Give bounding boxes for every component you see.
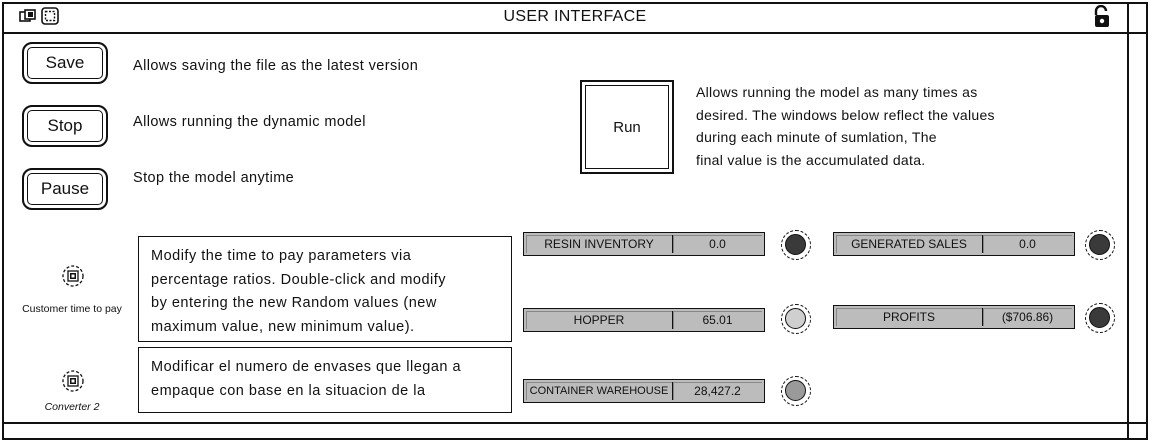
display-label: HOPPER [526, 311, 673, 329]
converter-label: Converter 2 [44, 401, 100, 413]
run-description-line: final value is the accumulated data. [696, 151, 926, 168]
numeric-display[interactable]: RESIN INVENTORY 0.0 [523, 232, 765, 256]
text-note[interactable]: Modify the time to pay parameters via pe… [138, 236, 512, 342]
stop-description: Allows running the dynamic model [133, 114, 366, 130]
pause-description: Stop the model anytime [133, 170, 295, 186]
run-description: Allows running the model as many times a… [696, 81, 995, 171]
display-value: 0.0 [673, 235, 762, 253]
note-line: by entering the new Random values (new [151, 295, 437, 311]
display-label: PROFITS [836, 308, 983, 326]
stop-button[interactable]: Stop [22, 105, 108, 147]
run-description-line: Allows running the model as many times a… [696, 84, 978, 100]
note-line: Modify the time to pay parameters via [151, 248, 412, 264]
note-line: Modificar el numero de envases que llega… [151, 359, 462, 375]
pause-button[interactable]: Pause [22, 168, 108, 210]
bottom-divider [2, 422, 1148, 424]
title-bar: USER INTERFACE [2, 2, 1148, 34]
display-value: 28,427.2 [673, 382, 762, 400]
display-label: GENERATED SALES [836, 235, 983, 253]
status-lamp [781, 230, 811, 260]
right-scroll-divider [1127, 2, 1129, 440]
run-description-line: desired. The windows below reflect the v… [696, 106, 995, 123]
window-title: USER INTERFACE [503, 8, 647, 25]
converter-icon[interactable] [61, 264, 85, 288]
numeric-display[interactable]: PROFITS ($706.86) [833, 305, 1075, 329]
lamp-core [1089, 234, 1110, 255]
lamp-core [785, 234, 806, 255]
text-note[interactable]: Modificar el numero de envases que llega… [138, 347, 512, 413]
numeric-display[interactable]: GENERATED SALES 0.0 [833, 232, 1075, 256]
lamp-core [785, 308, 806, 329]
numeric-display[interactable]: CONTAINER WAREHOUSE 28,427.2 [523, 379, 765, 403]
note-line: maximum value, new minimum value). [151, 318, 415, 335]
converter-label: Customer time to pay [22, 303, 122, 315]
note-line: empaque con base en la situacion de la [151, 382, 426, 399]
status-lamp [1085, 303, 1115, 333]
converter-icon[interactable] [61, 369, 85, 393]
display-label: CONTAINER WAREHOUSE [526, 382, 673, 400]
note-line: percentage ratios. Double-click and modi… [151, 271, 447, 288]
lamp-core [1089, 307, 1110, 328]
status-lamp [781, 304, 811, 334]
display-value: 65.01 [673, 311, 762, 329]
run-button[interactable]: Run [580, 80, 674, 174]
display-value: 0.0 [983, 235, 1072, 253]
lock-icon[interactable] [1092, 5, 1112, 29]
display-value: ($706.86) [983, 308, 1072, 326]
save-button[interactable]: Save [22, 42, 108, 84]
frame-icon[interactable] [40, 6, 60, 26]
lamp-core [785, 380, 806, 401]
status-lamp [781, 376, 811, 406]
status-lamp [1085, 230, 1115, 260]
display-label: RESIN INVENTORY [526, 235, 673, 253]
numeric-display[interactable]: HOPPER 65.01 [523, 308, 765, 332]
save-description: Allows saving the file as the latest ver… [133, 58, 419, 74]
run-description-line: during each minute of sumlation, The [696, 129, 937, 145]
windows-icon[interactable] [19, 8, 39, 24]
